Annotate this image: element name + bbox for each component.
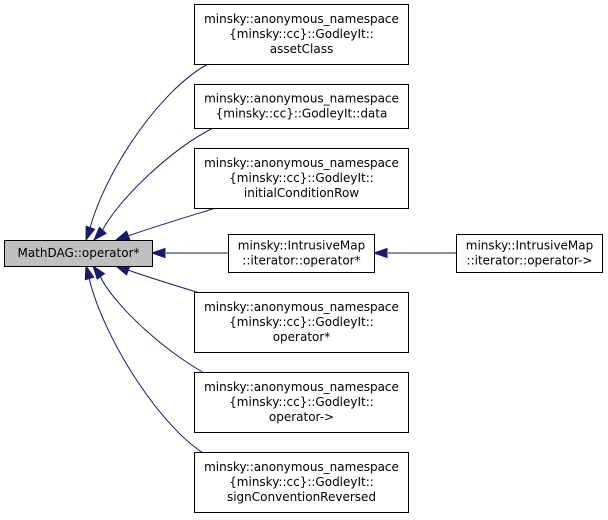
node-godleyit-initialconditionrow[interactable]: minsky::anonymous_namespace{minsky::cc}:… — [194, 148, 409, 209]
arrowhead-icon — [150, 247, 166, 259]
node-label-line: {minsky::cc}::GodleyIt:: — [229, 475, 374, 489]
edge-godleyit_operator_arrow-to-mathdag_operator_star — [92, 264, 211, 377]
node-label-line: initialConditionRow — [244, 186, 359, 200]
node-godleyit-assetclass[interactable]: minsky::anonymous_namespace{minsky::cc}:… — [194, 4, 409, 65]
arrowhead-icon — [92, 226, 107, 242]
node-mathdag-operator-star[interactable]: MathDAG::operator* — [4, 240, 153, 267]
node-box — [194, 452, 409, 513]
node-box — [4, 240, 153, 267]
node-label-line: {minsky::cc}::GodleyIt:: — [229, 315, 374, 329]
node-box — [228, 234, 375, 273]
node-label-line: {minsky::cc}::GodleyIt:: — [229, 395, 374, 409]
edge-line — [89, 63, 209, 229]
arrowhead-icon — [84, 264, 95, 281]
node-box — [194, 4, 409, 65]
arrowhead-icon — [114, 230, 131, 241]
node-label-line: minsky::anonymous_namespace — [204, 92, 399, 106]
arrowhead-icon — [372, 247, 388, 259]
edge-godleyit_assetclass-to-mathdag_operator_star — [85, 63, 209, 242]
node-box — [194, 84, 409, 129]
node-label-line: {minsky::cc}::GodleyIt:: — [229, 171, 374, 185]
node-box — [194, 372, 409, 433]
node-box — [194, 148, 409, 209]
node-label-line: MathDAG::operator* — [17, 246, 139, 260]
edge-line — [99, 275, 211, 377]
node-godleyit-signconventionreversed[interactable]: minsky::anonymous_namespace{minsky::cc}:… — [194, 452, 409, 513]
node-label-line: minsky::IntrusiveMap — [466, 239, 594, 253]
node-box — [456, 234, 603, 273]
nodes-layer: MathDAG::operator*minsky::anonymous_name… — [4, 4, 603, 513]
node-label-line: ::iterator::operator-> — [467, 254, 593, 268]
node-label-line: operator-> — [269, 410, 334, 424]
edge-intrusivemap_iterator_operator_arrow-to-intrusivemap_iterator_operator_star — [372, 247, 456, 259]
edge-line — [101, 127, 214, 232]
node-label-line: assetClass — [270, 42, 334, 56]
node-label-line: {minsky::cc}::GodleyIt::data — [216, 107, 388, 121]
node-intrusivemap-iterator-operator-star[interactable]: minsky::IntrusiveMap::iterator::operator… — [228, 234, 375, 273]
node-label-line: operator* — [273, 330, 331, 344]
node-label-line: minsky::anonymous_namespace — [204, 12, 399, 26]
arrowhead-icon — [85, 225, 96, 242]
node-label-line: signConventionReversed — [227, 490, 376, 504]
node-godleyit-data[interactable]: minsky::anonymous_namespace{minsky::cc}:… — [194, 84, 409, 129]
node-intrusivemap-iterator-operator-arrow[interactable]: minsky::IntrusiveMap::iterator::operator… — [456, 234, 603, 273]
node-label-line: minsky::anonymous_namespace — [204, 300, 399, 314]
edge-line — [88, 277, 209, 457]
edge-godleyit_data-to-mathdag_operator_star — [92, 127, 214, 242]
node-label-line: minsky::anonymous_namespace — [204, 460, 399, 474]
node-label-line: minsky::anonymous_namespace — [204, 380, 399, 394]
edge-godleyit_initialconditionrow-to-mathdag_operator_star — [114, 207, 217, 241]
edge-godleyit_signconventionreversed-to-mathdag_operator_star — [84, 264, 209, 457]
node-label-line: ::iterator::operator* — [242, 254, 360, 268]
node-godleyit-operator-arrow[interactable]: minsky::anonymous_namespace{minsky::cc}:… — [194, 372, 409, 433]
node-godleyit-operator-star[interactable]: minsky::anonymous_namespace{minsky::cc}:… — [194, 292, 409, 353]
edge-intrusivemap_iterator_operator_star-to-mathdag_operator_star — [150, 247, 228, 259]
node-label-line: minsky::IntrusiveMap — [238, 239, 366, 253]
node-label-line: {minsky::cc}::GodleyIt:: — [229, 27, 374, 41]
arrowhead-icon — [92, 264, 106, 280]
node-label-line: minsky::anonymous_namespace — [204, 156, 399, 170]
arrowhead-icon — [114, 265, 131, 276]
node-box — [194, 292, 409, 353]
edge-line — [127, 207, 217, 237]
